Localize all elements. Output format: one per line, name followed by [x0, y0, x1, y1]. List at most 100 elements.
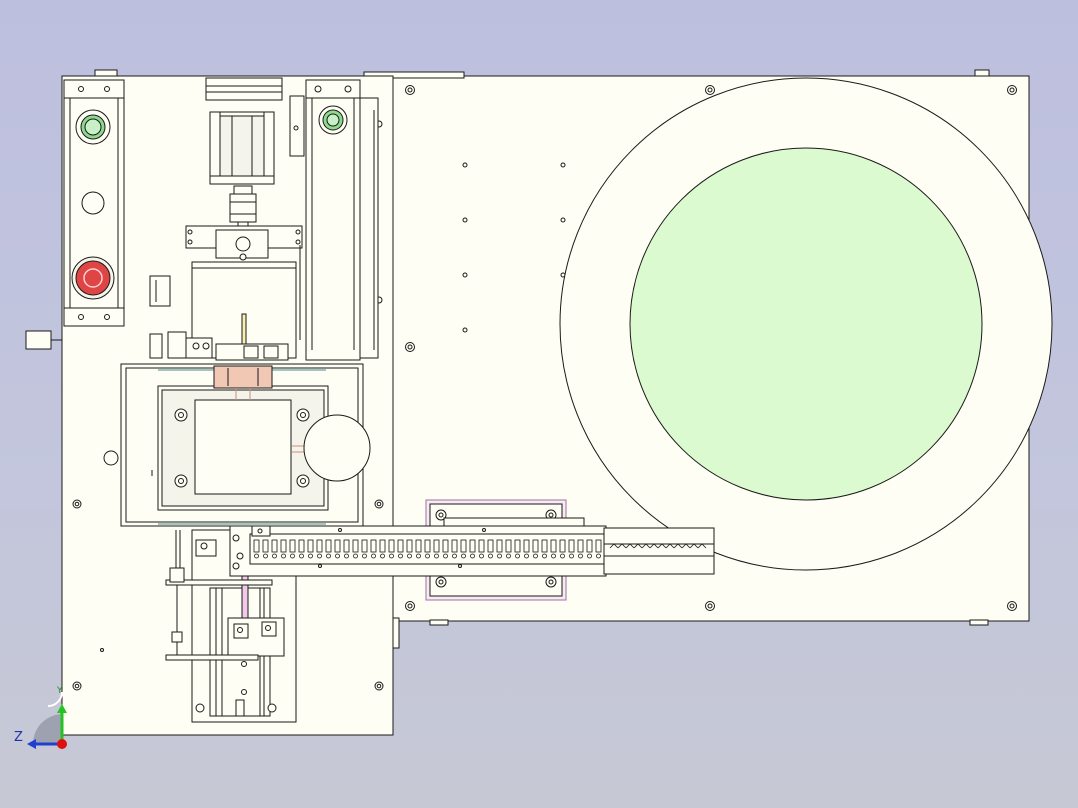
- conveyor-pocket: [478, 539, 485, 553]
- conveyor-pocket: [280, 539, 287, 553]
- chain-link: [681, 543, 691, 549]
- conveyor-pocket: [550, 539, 557, 553]
- conveyor-pocket: [307, 539, 314, 553]
- start-button-icon: [75, 109, 111, 145]
- conveyor-pocket: [343, 539, 350, 553]
- conveyor-pin: [461, 553, 466, 559]
- chain-link: [665, 543, 675, 549]
- chain-link: [649, 543, 659, 549]
- rotary-cylinder: [303, 414, 371, 482]
- motor-bracket: [205, 77, 283, 185]
- conveyor-pin: [335, 553, 340, 559]
- lower-slide-assembly: [100, 529, 297, 723]
- conveyor-pin: [281, 553, 286, 559]
- coordinate-triad-icon: [27, 691, 67, 749]
- conveyor-pocket: [370, 539, 377, 553]
- conveyor-pocket: [325, 539, 332, 553]
- conveyor-pin: [308, 553, 313, 559]
- conveyor-pocket: [451, 539, 458, 553]
- conveyor-pin: [488, 553, 493, 559]
- conveyor-pin: [254, 553, 259, 559]
- z-axis-label: Z: [14, 730, 23, 745]
- conveyor-pocket: [532, 539, 539, 553]
- conveyor-pin: [389, 553, 394, 559]
- conveyor-pin: [272, 553, 277, 559]
- conveyor-pin: [353, 553, 358, 559]
- conveyor-pocket: [523, 539, 530, 553]
- conveyor-pocket: [487, 539, 494, 553]
- conveyor-pin: [425, 553, 430, 559]
- chain-link: [617, 543, 627, 549]
- conveyor-pin: [371, 553, 376, 559]
- left-plate-bolts: [72, 120, 384, 691]
- chain-link: [609, 543, 619, 549]
- conveyor-pocket: [379, 539, 386, 553]
- conveyor-pin: [443, 553, 448, 559]
- conveyor-pocket: [559, 539, 566, 553]
- conveyor-pin: [515, 553, 520, 559]
- feeder-rail: [229, 499, 715, 601]
- conveyor-pocket: [577, 539, 584, 553]
- conveyor-pocket: [253, 539, 260, 553]
- conveyor-pocket: [406, 539, 413, 553]
- conveyor-pocket: [568, 539, 575, 553]
- conveyor-pin: [470, 553, 475, 559]
- conveyor-pin: [497, 553, 502, 559]
- conveyor-pin: [560, 553, 565, 559]
- conveyor-pin: [416, 553, 421, 559]
- turntable: [559, 77, 1053, 571]
- conveyor-pin: [434, 553, 439, 559]
- chain-link: [625, 543, 635, 549]
- conveyor-pin: [578, 553, 583, 559]
- conveyor-pocket: [424, 539, 431, 553]
- lift-module: [149, 261, 297, 361]
- conveyor-pin: [344, 553, 349, 559]
- conveyor-pocket: [442, 539, 449, 553]
- conveyor-pocket: [352, 539, 359, 553]
- bearing-block: [185, 225, 303, 261]
- conveyor-pocket: [361, 539, 368, 553]
- conveyor-pin: [407, 553, 412, 559]
- conveyor-pocket: [505, 539, 512, 553]
- conveyor-pin: [263, 553, 268, 559]
- conveyor-pin: [326, 553, 331, 559]
- chain-link: [657, 543, 667, 549]
- conveyor-pin: [299, 553, 304, 559]
- conveyor-pocket: [433, 539, 440, 553]
- conveyor-pocket: [460, 539, 467, 553]
- conveyor-pin: [479, 553, 484, 559]
- chain-link: [641, 543, 651, 549]
- conveyor-pin: [542, 553, 547, 559]
- conveyor-pin: [362, 553, 367, 559]
- conveyor-pocket: [469, 539, 476, 553]
- conveyor-pocket: [514, 539, 521, 553]
- conveyor-screws: [232, 534, 244, 570]
- chain-link: [633, 543, 643, 549]
- conveyor-pocket: [595, 539, 602, 553]
- chain-link: [673, 543, 683, 549]
- conveyor-pocket: [298, 539, 305, 553]
- chain-link: [697, 543, 707, 549]
- conveyor-pocket: [262, 539, 269, 553]
- conveyor-pin: [551, 553, 556, 559]
- conveyor-pocket: [586, 539, 593, 553]
- chain-link: [689, 543, 699, 549]
- conveyor-pocket: [496, 539, 503, 553]
- conveyor-teeth: [253, 539, 707, 559]
- conveyor-pocket: [334, 539, 341, 553]
- conveyor-pocket: [415, 539, 422, 553]
- emergency-stop-icon: [71, 256, 115, 300]
- conveyor-pin: [587, 553, 592, 559]
- conveyor-pin: [569, 553, 574, 559]
- conveyor-pocket: [397, 539, 404, 553]
- conveyor-pin: [452, 553, 457, 559]
- indicator-lamp-icon: [81, 191, 105, 215]
- conveyor-pocket: [316, 539, 323, 553]
- conveyor-pin: [596, 553, 601, 559]
- conveyor-pocket: [271, 539, 278, 553]
- conveyor-pin: [317, 553, 322, 559]
- conveyor-pin: [290, 553, 295, 559]
- conveyor-pin: [380, 553, 385, 559]
